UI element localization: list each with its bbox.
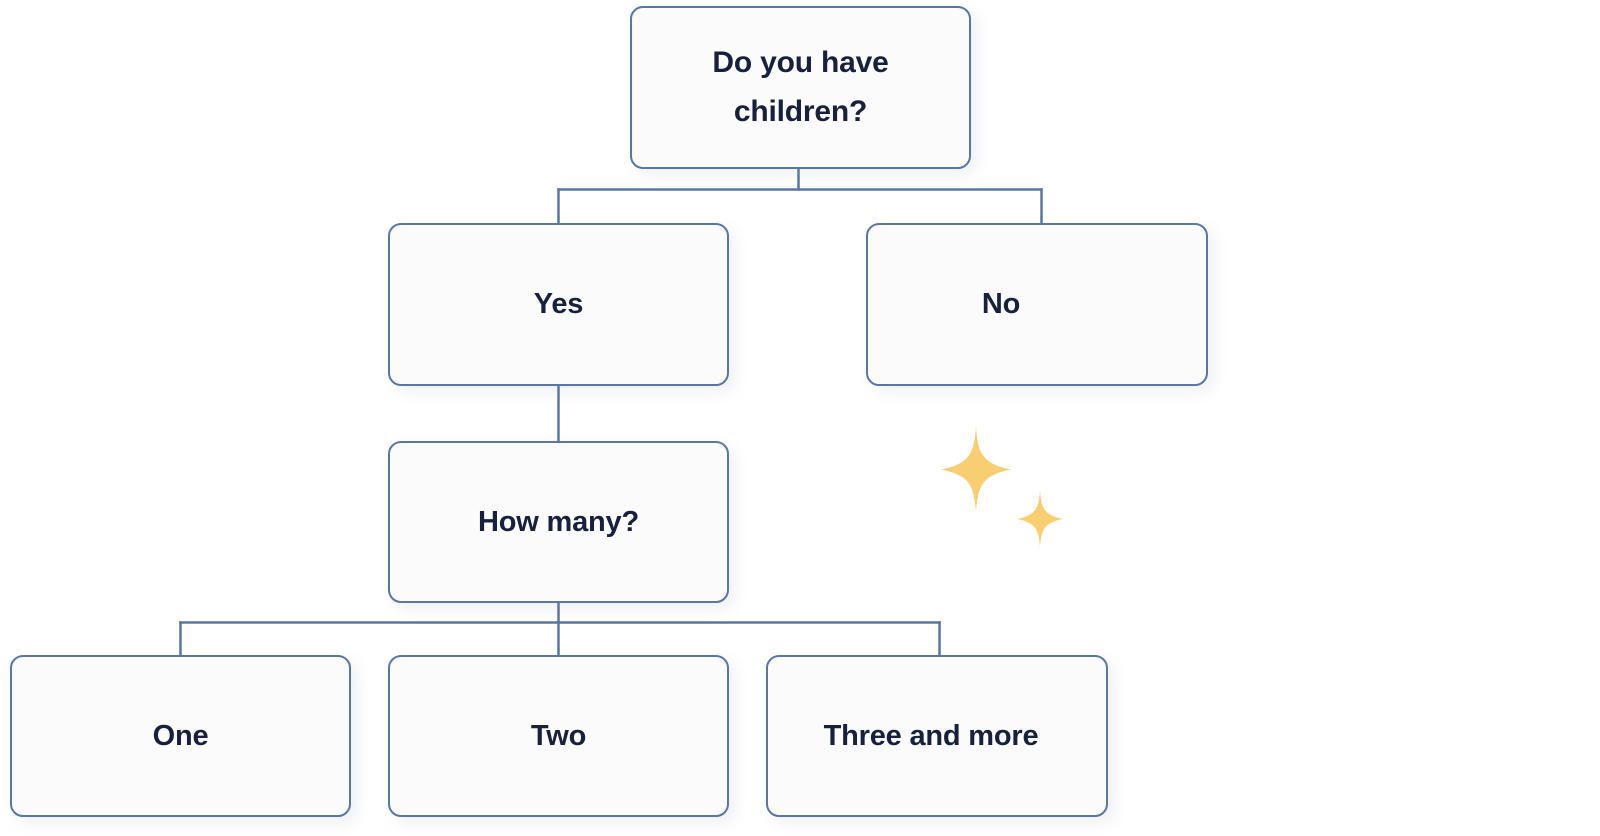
- sparkle-icon: [941, 427, 1011, 512]
- node-three-and-more[interactable]: Three and more: [766, 655, 1108, 817]
- node-no[interactable]: No: [866, 223, 1208, 386]
- node-label: Three and more: [823, 719, 1039, 752]
- node-do-you-have-children[interactable]: Do you have children?: [630, 6, 971, 169]
- node-label: Yes: [533, 288, 584, 321]
- node-label: No: [981, 288, 1021, 321]
- node-two[interactable]: Two: [388, 655, 729, 817]
- node-one[interactable]: One: [10, 655, 351, 817]
- sparkle-icon: [1017, 491, 1063, 547]
- node-yes[interactable]: Yes: [388, 223, 729, 386]
- node-label: One: [152, 719, 209, 752]
- node-label: How many?: [478, 505, 639, 538]
- node-how-many[interactable]: How many?: [388, 441, 729, 603]
- node-label: Do you have children?: [712, 45, 889, 128]
- node-label: Two: [530, 719, 587, 752]
